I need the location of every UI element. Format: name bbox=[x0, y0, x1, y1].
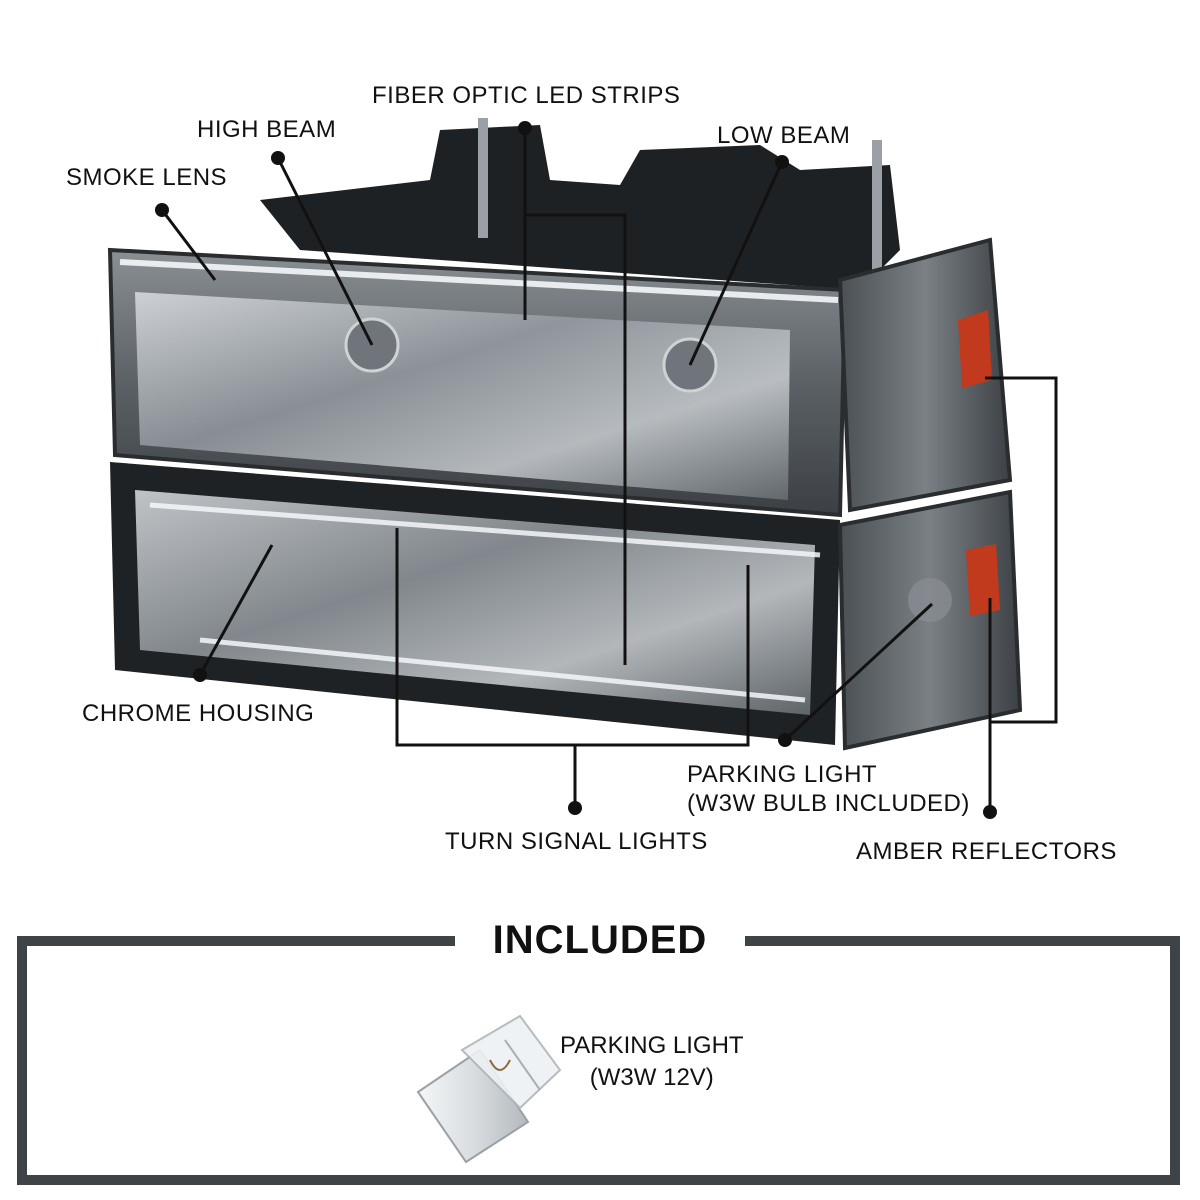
label-parking-light-2: (W3W BULB INCLUDED) bbox=[687, 790, 970, 817]
included-frame bbox=[17, 936, 1180, 1185]
w3w-bulb-icon bbox=[416, 1014, 562, 1164]
included-title: INCLUDED bbox=[460, 918, 740, 963]
label-smoke-lens: SMOKE LENS bbox=[66, 164, 228, 191]
callout-leaders bbox=[160, 128, 1058, 812]
label-low-beam: LOW BEAM bbox=[717, 122, 851, 149]
included-item-line1: PARKING LIGHT bbox=[560, 1032, 744, 1059]
corner-light-upper bbox=[837, 237, 1013, 513]
included-item-label: PARKING LIGHT (W3W 12V) bbox=[560, 1030, 744, 1094]
label-turn-signal: TURN SIGNAL LIGHTS bbox=[445, 828, 708, 855]
label-amber-reflectors: AMBER REFLECTORS bbox=[856, 838, 1117, 865]
label-parking-light-1: PARKING LIGHT bbox=[687, 761, 878, 788]
bumper-light bbox=[110, 462, 840, 745]
label-chrome-housing: CHROME HOUSING bbox=[82, 700, 315, 727]
label-fiber-optic: FIBER OPTIC LED STRIPS bbox=[372, 82, 681, 109]
corner-light-lower bbox=[837, 489, 1023, 751]
included-item-line2: (W3W 12V) bbox=[589, 1064, 714, 1091]
back-housing bbox=[260, 118, 900, 290]
callout-dots bbox=[155, 121, 997, 819]
label-high-beam: HIGH BEAM bbox=[197, 116, 337, 143]
